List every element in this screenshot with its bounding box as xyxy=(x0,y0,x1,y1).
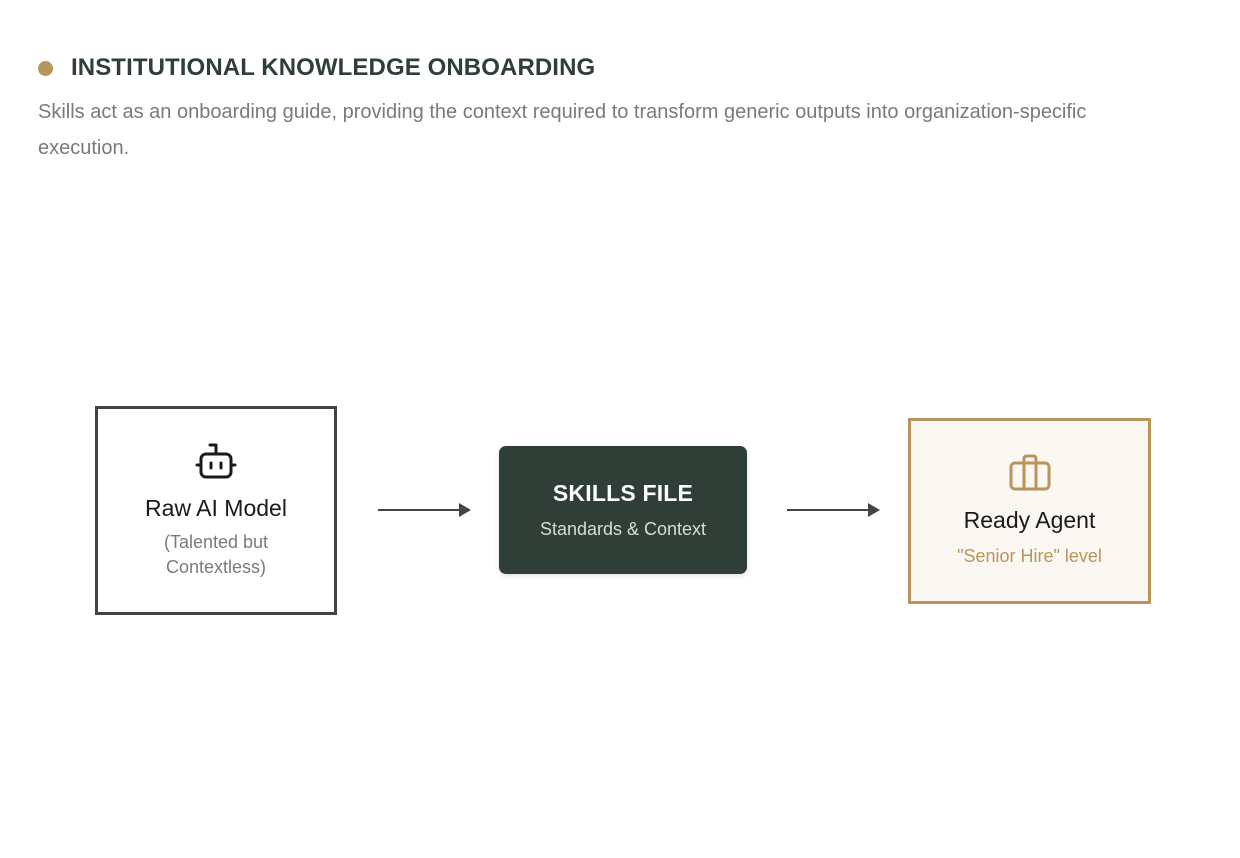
node-title: Ready Agent xyxy=(963,507,1096,533)
node-title: SKILLS FILE xyxy=(552,480,694,506)
node-ready-agent: Ready Agent "Senior Hire" level xyxy=(908,418,1151,604)
arrow-skills-to-ready xyxy=(787,502,880,518)
arrow-line xyxy=(378,509,460,511)
arrow-line xyxy=(787,509,869,511)
section-title: INSTITUTIONAL KNOWLEDGE ONBOARDING xyxy=(71,54,596,81)
section-header: INSTITUTIONAL KNOWLEDGE ONBOARDING Skill… xyxy=(38,52,1198,166)
node-raw-ai-model: Raw AI Model (Talented but Contextless) xyxy=(95,406,337,615)
bullet-dot xyxy=(38,60,53,76)
node-subtitle: Standards & Context xyxy=(539,519,707,539)
node-skills-file: SKILLS FILE Standards & Context xyxy=(499,446,747,574)
node-title: Raw AI Model xyxy=(145,495,287,521)
node-subtitle: "Senior Hire" level xyxy=(957,546,1102,566)
briefcase-icon xyxy=(1006,451,1054,495)
robot-icon xyxy=(192,439,240,483)
arrow-head-icon xyxy=(459,503,471,517)
title-row: INSTITUTIONAL KNOWLEDGE ONBOARDING xyxy=(38,52,1198,84)
arrow-raw-to-skills xyxy=(378,502,471,518)
section-description: Skills act as an onboarding guide, provi… xyxy=(38,101,1087,159)
arrow-head-icon xyxy=(868,503,880,517)
node-subtitle: (Talented but Contextless) xyxy=(163,532,269,577)
